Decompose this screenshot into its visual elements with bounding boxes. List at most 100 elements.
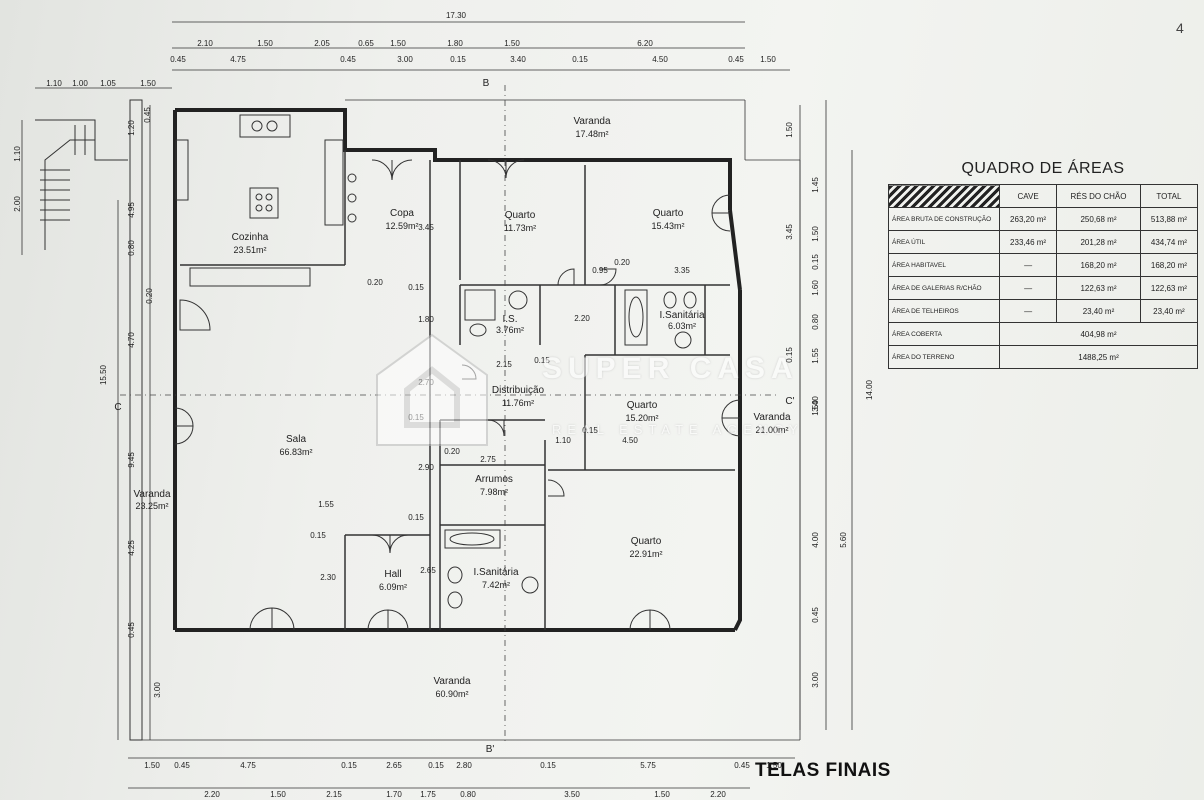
dimension-label: 0.15	[540, 761, 556, 770]
table-row: ÁREA DE GALERIAS R/CHÃO — 122,63 m² 122,…	[888, 276, 1199, 300]
dimension-label: 0.80	[811, 314, 820, 330]
left-dimension-lines	[21, 105, 151, 740]
room-name: Sala	[286, 434, 306, 445]
dimension-label: 1.50	[654, 790, 670, 799]
dimension-label: 4.70	[127, 332, 136, 348]
dimension-label: 0.45	[734, 761, 750, 770]
dimension-label: 5.75	[640, 761, 656, 770]
dimension-label: 1.80	[418, 315, 434, 324]
interior-walls	[180, 150, 735, 630]
room-area: 12.59m²	[385, 221, 418, 231]
dimension-label: 1.55	[811, 348, 820, 364]
dimension-label: 2.65	[420, 566, 436, 575]
row-label: ÁREA COBERTA	[888, 322, 1000, 346]
dimension-label: 2.10	[197, 39, 213, 48]
dimension-label: 0.15	[310, 531, 326, 540]
table-row: ÁREA BRUTA DE CONSTRUÇÃO 263,20 m² 250,6…	[888, 207, 1199, 231]
dimension-label: 1.50	[270, 790, 286, 799]
room-labels: Cozinha 23.51m² Copa 12.59m² Quarto 11.7…	[133, 116, 791, 699]
bathroom-fixtures	[444, 289, 697, 609]
dimension-label: 4.00	[811, 532, 820, 548]
dimension-label: 1.10	[13, 146, 22, 162]
room-name: Varanda	[133, 489, 171, 500]
section-marker-b-prime: B'	[486, 744, 495, 755]
dimension-label: 1.50	[504, 39, 520, 48]
doors	[174, 159, 741, 631]
dimension-label: 9.45	[127, 452, 136, 468]
dimension-label: 1.50	[140, 79, 156, 88]
top-dimension-lines	[35, 21, 790, 89]
cell-rc: 23,40 m²	[1056, 299, 1141, 323]
dimension-label: 0.65	[358, 39, 374, 48]
cell-rc: 201,28 m²	[1056, 230, 1141, 254]
dimension-label: 2.20	[204, 790, 220, 799]
room-area: 23.51m²	[233, 245, 266, 255]
dimension-label: 4.75	[240, 761, 256, 770]
dimension-label: 1.10	[555, 436, 571, 445]
room-area: 15.43m²	[651, 221, 684, 231]
dimension-label: 1.70	[386, 790, 402, 799]
room-name: Varanda	[433, 676, 471, 687]
cell-total: 122,63 m²	[1139, 276, 1199, 300]
room-name: Varanda	[753, 412, 791, 423]
dimension-label: 3.45	[418, 223, 434, 232]
cell-total: 434,74 m²	[1139, 230, 1199, 254]
room-name: Arrumos	[475, 474, 513, 485]
dimension-label: 5.60	[839, 532, 848, 548]
room-area: 60.90m²	[435, 689, 468, 699]
room-name: Quarto	[627, 400, 658, 411]
room-area: 23.25m²	[135, 501, 168, 511]
dimension-label: 6.20	[637, 39, 653, 48]
dimension-label: 1.10	[46, 79, 62, 88]
staircase	[35, 119, 128, 250]
cell-cave: 233,46 m²	[998, 230, 1058, 254]
section-marker-b: B	[483, 78, 490, 89]
dimension-label: 1.50	[144, 761, 160, 770]
cell-cave: —	[998, 253, 1058, 277]
dimension-label: 3.40	[510, 55, 526, 64]
dimension-label: 0.15	[408, 283, 424, 292]
terrace-outlines	[129, 99, 801, 741]
dimension-label: 0.45	[127, 622, 136, 638]
room-area: 3.76m²	[496, 325, 524, 335]
dimension-label: 2.15	[496, 360, 512, 369]
dimension-label: 3.00	[811, 672, 820, 688]
dimension-label: 2.20	[574, 314, 590, 323]
dimension-label: 3.50	[564, 790, 580, 799]
dimension-label: 0.15	[408, 413, 424, 422]
dimension-label: 2.65	[386, 761, 402, 770]
room-area: 15.20m²	[625, 413, 658, 423]
dimension-label: 1.50	[766, 761, 782, 770]
dimension-label: 3.35	[674, 266, 690, 275]
cell-total: 168,20 m²	[1139, 253, 1199, 277]
cell-merged-value: 404,98 m²	[999, 322, 1198, 346]
dimension-label: 14.00	[865, 379, 874, 400]
dimension-label: 0.20	[614, 258, 630, 267]
table-row: ÁREA DO TERRENO 1488,25 m²	[888, 345, 1198, 369]
cell-cave: 263,20 m²	[998, 207, 1058, 231]
dimension-label: 2.80	[456, 761, 472, 770]
dimension-label: 4.95	[127, 202, 136, 218]
dimension-label: 0.45	[174, 761, 190, 770]
cell-rc: 122,63 m²	[1056, 276, 1141, 300]
column-header-rc: RÉS DO CHÃO	[1056, 184, 1141, 208]
table-row: ÁREA COBERTA 404,98 m²	[888, 322, 1198, 346]
room-area: 6.09m²	[379, 582, 407, 592]
dimension-label: 3.00	[153, 682, 162, 698]
table-row: ÁREA HABITAVEL — 168,20 m² 168,20 m²	[888, 253, 1199, 277]
section-lines	[120, 85, 780, 745]
room-name: I.Sanitária	[473, 567, 518, 578]
room-area: 7.98m²	[480, 487, 508, 497]
row-label: ÁREA BRUTA DE CONSTRUÇÃO	[888, 207, 1000, 231]
dimension-label: 1.50	[785, 122, 794, 138]
areas-table: CAVE RÉS DO CHÃO TOTAL ÁREA BRUTA DE CON…	[888, 184, 1199, 369]
section-marker-c-prime: C'	[785, 396, 794, 407]
dimension-label: 2.90	[418, 463, 434, 472]
dimension-label: 3.00	[397, 55, 413, 64]
dimension-label: 1.50	[811, 400, 820, 416]
dimension-label: 0.15	[582, 426, 598, 435]
dimension-label: 0.15	[534, 356, 550, 365]
